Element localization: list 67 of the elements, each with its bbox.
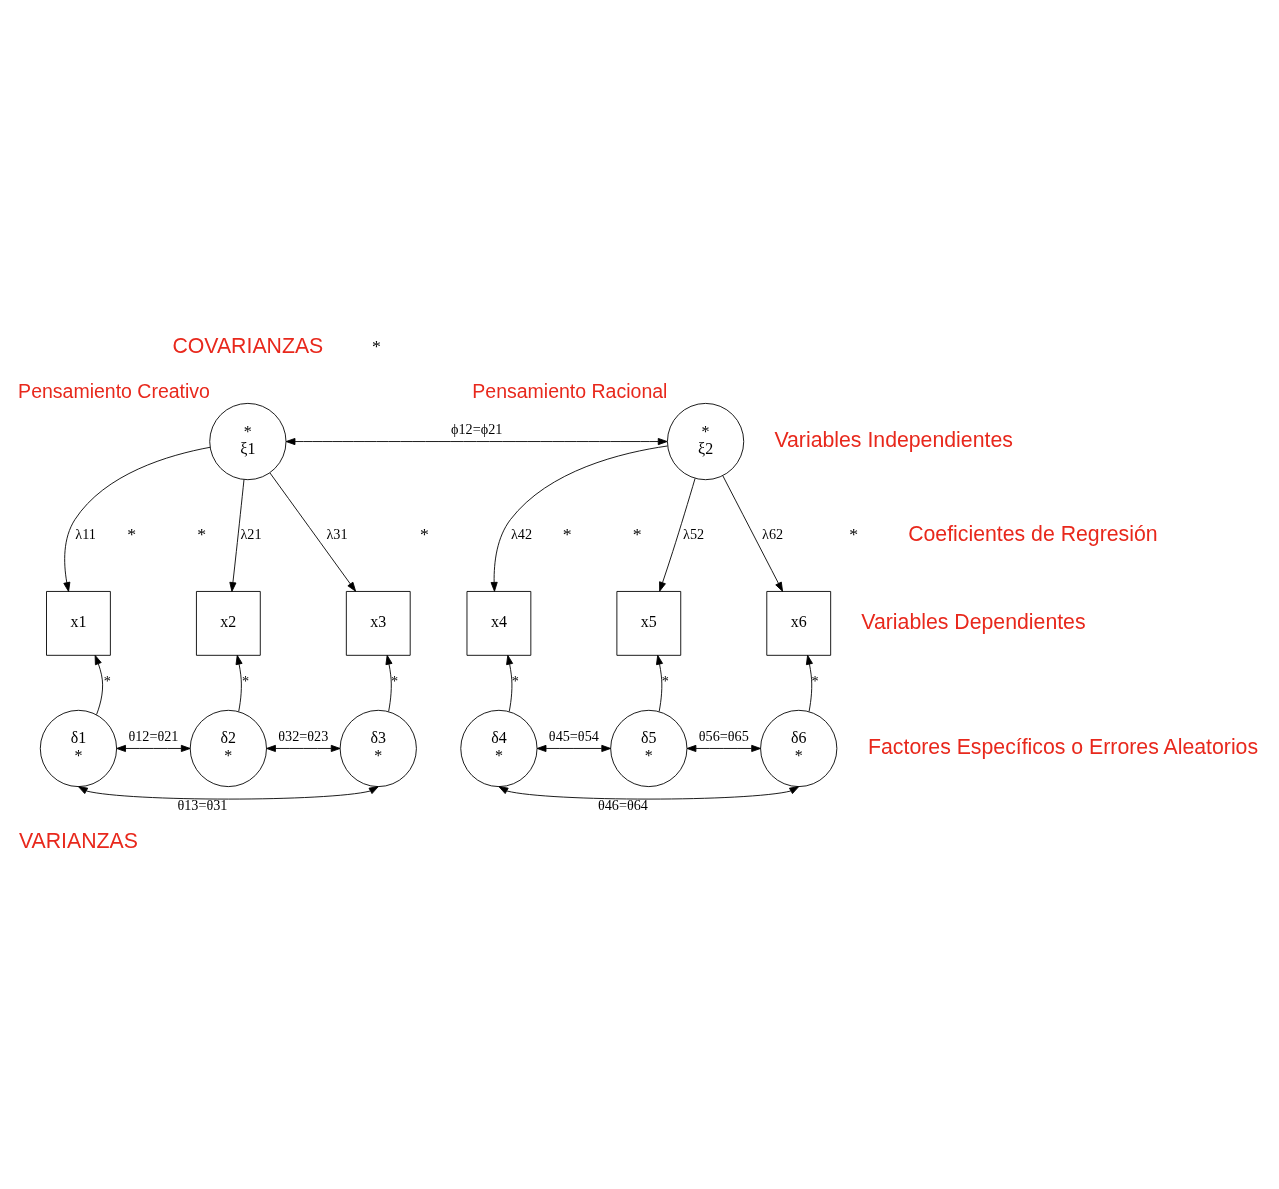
edge-label: * — [661, 672, 669, 689]
label: * — [127, 523, 137, 544]
edge-label: θ13=θ31 — [177, 796, 228, 813]
node-circle: δ1 * — [39, 709, 118, 787]
node-circle: δ4 * — [460, 709, 538, 787]
edge-label: * — [811, 672, 819, 689]
edge-label: θ56=θ65 — [698, 727, 749, 744]
edge-label: λ52 — [683, 525, 705, 542]
node-box: x5 — [616, 590, 682, 656]
node-box: x6 — [766, 590, 832, 656]
edge-label: * — [103, 672, 111, 689]
arrow — [285, 437, 668, 445]
edge-label: * — [242, 672, 250, 689]
arrow — [686, 744, 762, 752]
node-circle: δ2 * — [189, 709, 267, 787]
edge-label: λ42 — [510, 525, 533, 542]
edge-label: λ11 — [75, 525, 96, 542]
arrow — [63, 446, 211, 592]
arrow — [229, 478, 245, 592]
edge-label: ϕ12=ϕ21 — [451, 420, 503, 437]
node-label: Pensamiento Creativo — [18, 379, 210, 402]
edge-label: θ45=θ54 — [548, 727, 599, 744]
label: Factores Específicos o Errores Aleatorios — [868, 734, 1259, 759]
arrow — [94, 654, 104, 715]
arrow — [659, 477, 696, 592]
label: Coeficientes de Regresión — [908, 521, 1158, 546]
node-box: x4 — [466, 590, 532, 656]
edge-label: θ32=θ23 — [278, 727, 329, 744]
arrow — [498, 785, 800, 800]
arrow — [536, 744, 612, 752]
label: Variables Dependientes — [861, 609, 1086, 634]
node-circle: * ξ2 — [667, 402, 745, 480]
node-box: x2 — [195, 590, 261, 656]
edge-label: λ31 — [326, 525, 348, 542]
arrow — [235, 654, 243, 712]
arrow — [385, 654, 393, 712]
arrow — [805, 654, 813, 712]
arrow — [269, 472, 357, 592]
label: COVARIANZAS — [172, 333, 324, 358]
edge-label: * — [511, 672, 519, 689]
label: * — [562, 523, 572, 544]
arrow — [722, 474, 784, 592]
node-circle: δ5 * — [610, 709, 688, 787]
edge-label: λ21 — [240, 525, 262, 542]
edge-label: λ62 — [762, 525, 784, 542]
arrow — [506, 654, 514, 712]
label: * — [419, 523, 429, 544]
node-circle: δ3 * — [339, 709, 417, 787]
node-box: x1 — [46, 590, 111, 656]
arrow — [266, 744, 341, 752]
node-box: x3 — [345, 590, 411, 656]
label: Variables Independientes — [774, 427, 1013, 452]
arrow — [78, 785, 379, 800]
edge-label: * — [391, 672, 399, 689]
node-circle: δ6 * — [760, 709, 838, 787]
arrow — [656, 654, 663, 712]
arrow — [116, 744, 191, 752]
label: * — [197, 523, 207, 544]
arrow — [490, 445, 668, 592]
node-label: Pensamiento Racional — [472, 379, 668, 402]
edge-label: θ46=θ64 — [597, 796, 648, 813]
label: * — [372, 335, 381, 356]
node-circle: * ξ1 — [209, 402, 287, 480]
label: * — [849, 523, 859, 544]
label: VARIANZAS — [18, 828, 138, 853]
label: * — [632, 523, 642, 544]
edge-label: θ12=θ21 — [128, 727, 179, 744]
